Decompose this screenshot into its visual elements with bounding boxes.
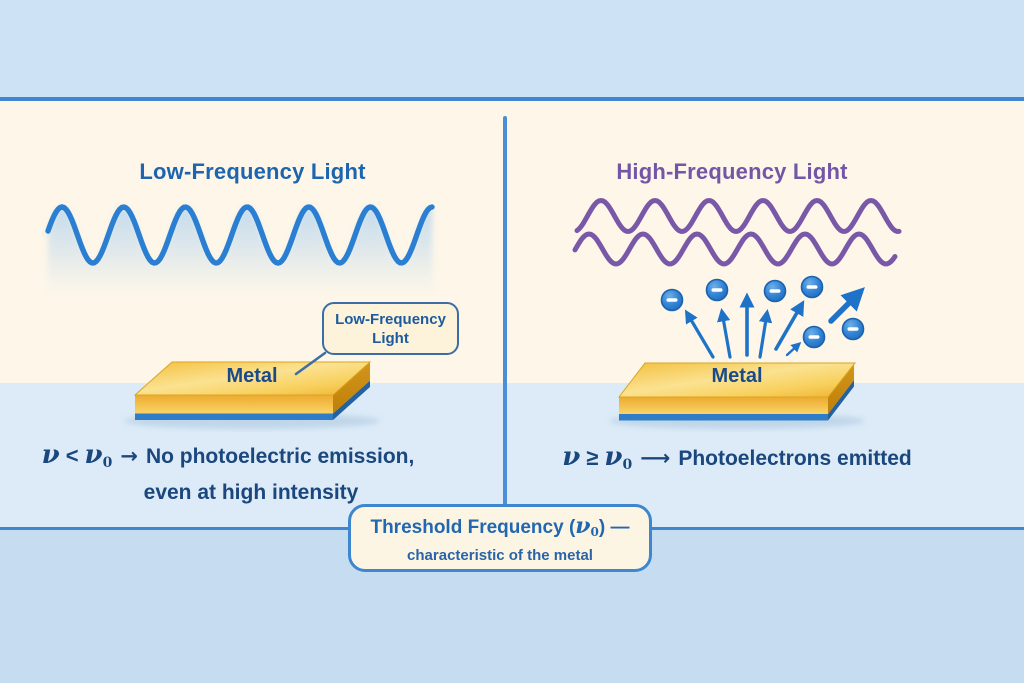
low-frequency-wave — [45, 204, 435, 266]
callout-line2: Light — [372, 330, 409, 347]
right-panel-title: High-Frequency Light — [616, 159, 848, 184]
emission-arrow-icon — [758, 309, 773, 359]
emission-arrows — [684, 287, 865, 359]
emission-arrow-icon — [828, 287, 865, 324]
threshold-title: Threshold Frequency (ν0) — — [370, 513, 630, 539]
right-result-text: Photoelectrons emitted — [678, 447, 912, 470]
high-frequency-wave-2 — [572, 231, 898, 267]
arrow-symbol: → — [120, 444, 138, 468]
metal-slab-left — [133, 361, 372, 420]
electron-icon — [802, 325, 826, 349]
nu0-symbol: ν0 — [575, 513, 599, 539]
low-frequency-wave-glow — [48, 207, 433, 292]
high-frequency-wave-1 — [574, 197, 902, 234]
callout-pointer-line — [294, 351, 327, 376]
photoelectrons — [660, 275, 865, 349]
top-divider-line — [0, 97, 1024, 101]
metal-slab-right — [617, 362, 857, 421]
relation-symbol: ≥ — [586, 445, 599, 470]
relation-symbol: < — [65, 443, 79, 468]
electron-icon — [800, 275, 824, 299]
nu-symbol: ν — [41, 440, 60, 470]
left-formula-line2: even at high intensity — [143, 481, 359, 504]
nu0-symbol: ν0 — [604, 442, 633, 474]
electron-icon — [841, 317, 865, 341]
electron-icon — [763, 279, 787, 303]
electron-icon — [660, 288, 684, 312]
left-formula-line1: ν<ν0 → No photoelectric emission, — [8, 441, 448, 478]
threshold-frequency-box: Threshold Frequency (ν0) — characteristi… — [348, 504, 652, 572]
arrow-symbol: ⟶ — [640, 446, 671, 470]
nu-symbol: ν — [562, 442, 581, 472]
right-formula: ν≥ν0 ⟶ Photoelectrons emitted — [512, 443, 962, 480]
right-formula-line1: ν≥ν0 ⟶ Photoelectrons emitted — [512, 443, 962, 480]
emission-arrow-icon — [684, 309, 715, 359]
emission-arrow-icon — [785, 341, 802, 357]
electron-icon — [705, 278, 729, 302]
emission-arrow-icon — [774, 300, 805, 351]
background-band-sky — [0, 0, 1024, 98]
callout-line1: Low-Frequency — [335, 311, 446, 328]
low-frequency-callout: Low-Frequency Light — [322, 302, 459, 355]
nu0-symbol: ν0 — [84, 440, 113, 472]
left-formula: ν<ν0 → No photoelectric emission, even at … — [8, 441, 448, 507]
threshold-subtitle: characteristic of the metal — [407, 547, 593, 564]
emission-arrow-icon — [717, 308, 732, 359]
left-panel-title: Low-Frequency Light — [139, 159, 366, 184]
metal-label-right: Metal — [711, 365, 763, 387]
left-result-text: No photoelectric emission, — [145, 445, 415, 468]
panel-divider-line — [503, 116, 507, 506]
metal-label-left: Metal — [226, 365, 278, 387]
